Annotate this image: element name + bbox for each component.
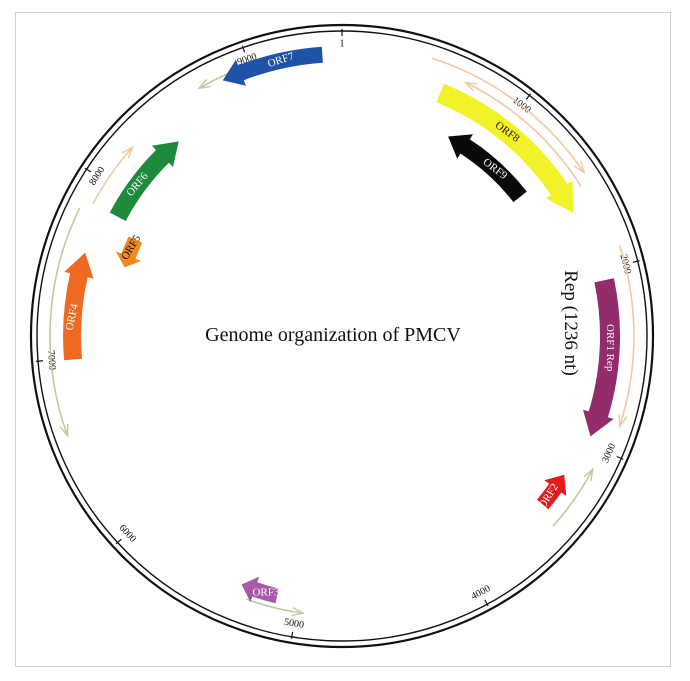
orf-arrow-shape (115, 236, 143, 268)
tick-mark (616, 455, 624, 460)
rep-label: Rep (1236 nt) (560, 270, 581, 376)
tick-mark (290, 631, 294, 639)
guide-arcs (49, 55, 635, 617)
tick-mark (632, 260, 640, 263)
guide-arc (552, 468, 594, 527)
guide-arrowhead (573, 161, 586, 175)
guide-arrowhead (618, 414, 628, 429)
orf-label: ORF4 (64, 302, 81, 331)
orf-orf5-arrow: ORF5 (115, 233, 144, 268)
tick-label: 4000 (469, 583, 492, 602)
orf-arrow-shape (436, 83, 574, 213)
orf-arrow-shape (63, 252, 94, 361)
orf-arrow-shape (109, 141, 179, 221)
tick-mark (84, 167, 92, 173)
orf-arrow-shape (448, 134, 527, 203)
tick-label: 5000 (283, 617, 305, 631)
orf-label: ORF1 Rep (604, 324, 616, 372)
orf-arrow-shape (583, 278, 621, 437)
orf-arrow-shape (241, 576, 279, 604)
tick-label: 3000 (600, 442, 618, 465)
guide-arrowhead (59, 423, 69, 438)
orf-label: ORF3 (252, 587, 279, 599)
guide-arc (465, 81, 582, 188)
tick-mark (241, 45, 246, 53)
tick-label: 1 (340, 38, 345, 49)
guide-arrowhead (121, 145, 134, 159)
orf-orf7-arrow: ORF7 (222, 46, 323, 86)
orf-orf4-arrow: ORF4 (63, 252, 94, 361)
orf-orf1-rep-arrow: ORF1 Rep (583, 278, 621, 437)
tick-mark (35, 360, 44, 362)
diagram-title: Genome organization of PMCV (205, 324, 461, 346)
guide-arc (49, 207, 81, 437)
guide-arc (618, 245, 635, 427)
orf-orf2-arrow: ORF2 (537, 474, 567, 511)
guide-arc (431, 57, 585, 174)
guide-arrowhead (291, 606, 305, 617)
guide-arc (92, 146, 133, 204)
orf-orf3-arrow: ORF3 (241, 576, 280, 604)
orf-arrow-shape (222, 46, 323, 86)
orf-arrow-shape (537, 474, 567, 510)
guide-arrowhead (463, 81, 478, 92)
tick-mark (525, 93, 532, 100)
tick-mark (484, 599, 489, 607)
genome-backbone-outer (29, 23, 655, 649)
guide-arrowhead (583, 467, 594, 482)
orf-orf6-arrow: ORF6 (109, 141, 179, 221)
guide-arrowhead (197, 79, 211, 90)
tick-mark (115, 538, 122, 545)
